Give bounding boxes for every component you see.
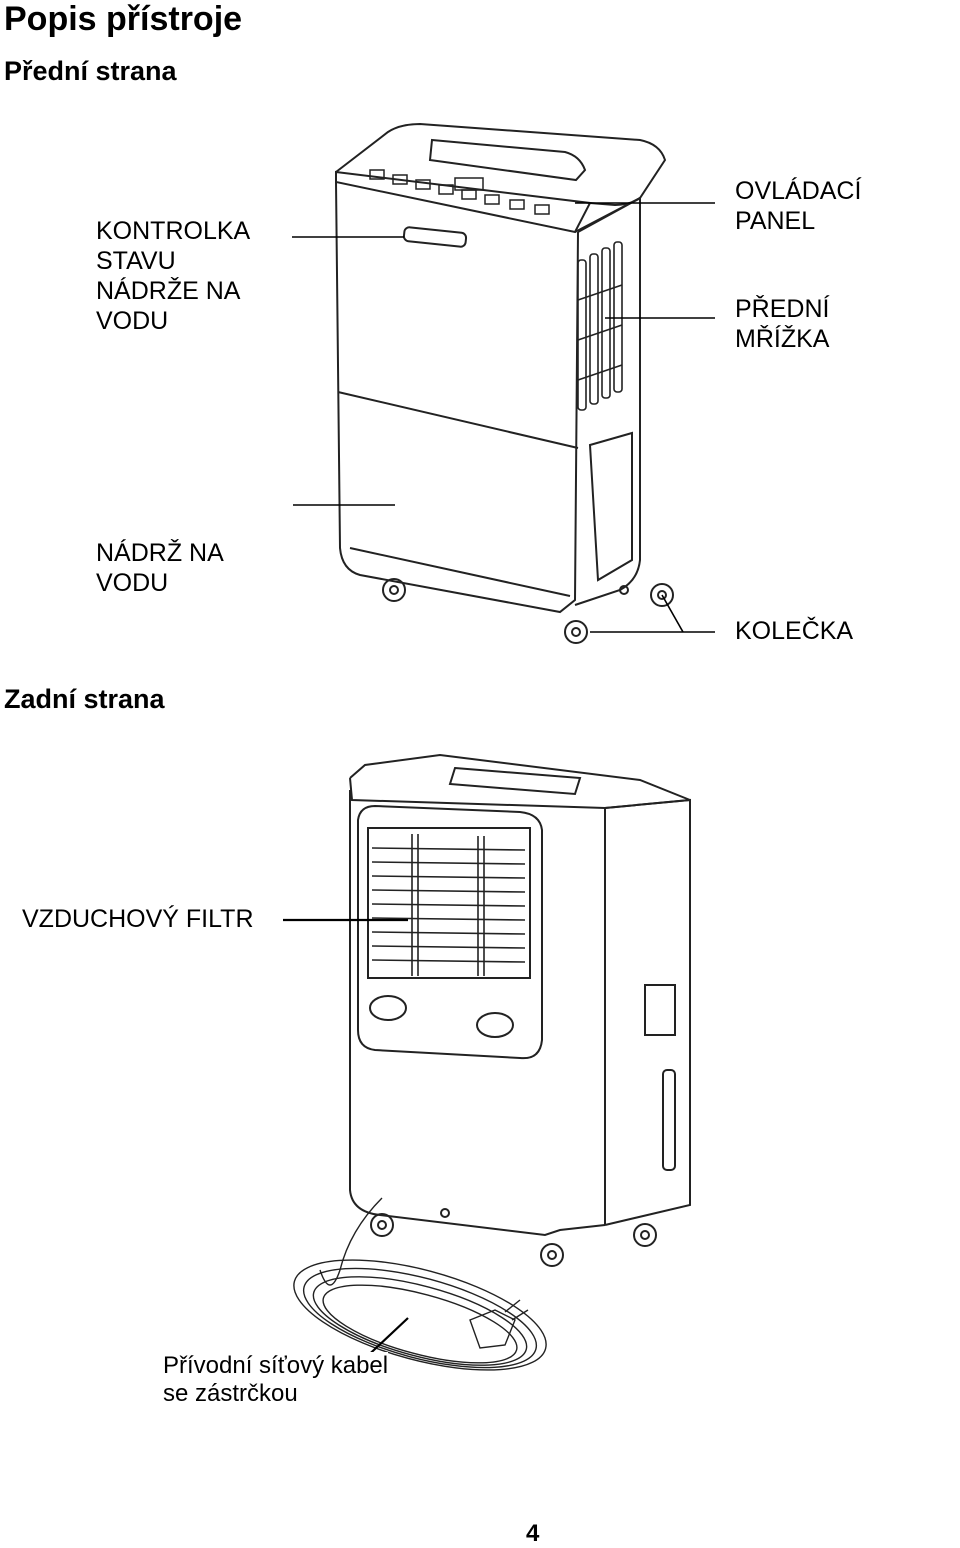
wheels-label: KOLEČKA [735,617,854,645]
tank-indicator-label: KONTROLKA STAVU NÁDRŽE NA VODU [96,217,251,335]
control-panel-label: OVLÁDACÍ PANEL [735,177,862,235]
front-grille-label: PŘEDNÍ MŘÍŽKA [735,295,830,353]
front-heading: Přední strana [4,56,177,86]
front-view-illustration [292,122,715,644]
water-tank-label: NÁDRŽ NA VODU [96,539,224,597]
air-filter-label: VZDUCHOVÝ FILTR [22,905,254,933]
back-heading: Zadní strana [4,684,165,714]
power-cord-label: Přívodní síťový kabel se zástrčkou [163,1352,389,1408]
page-number: 4 [526,1520,540,1547]
page-title: Popis přístroje [4,0,243,38]
